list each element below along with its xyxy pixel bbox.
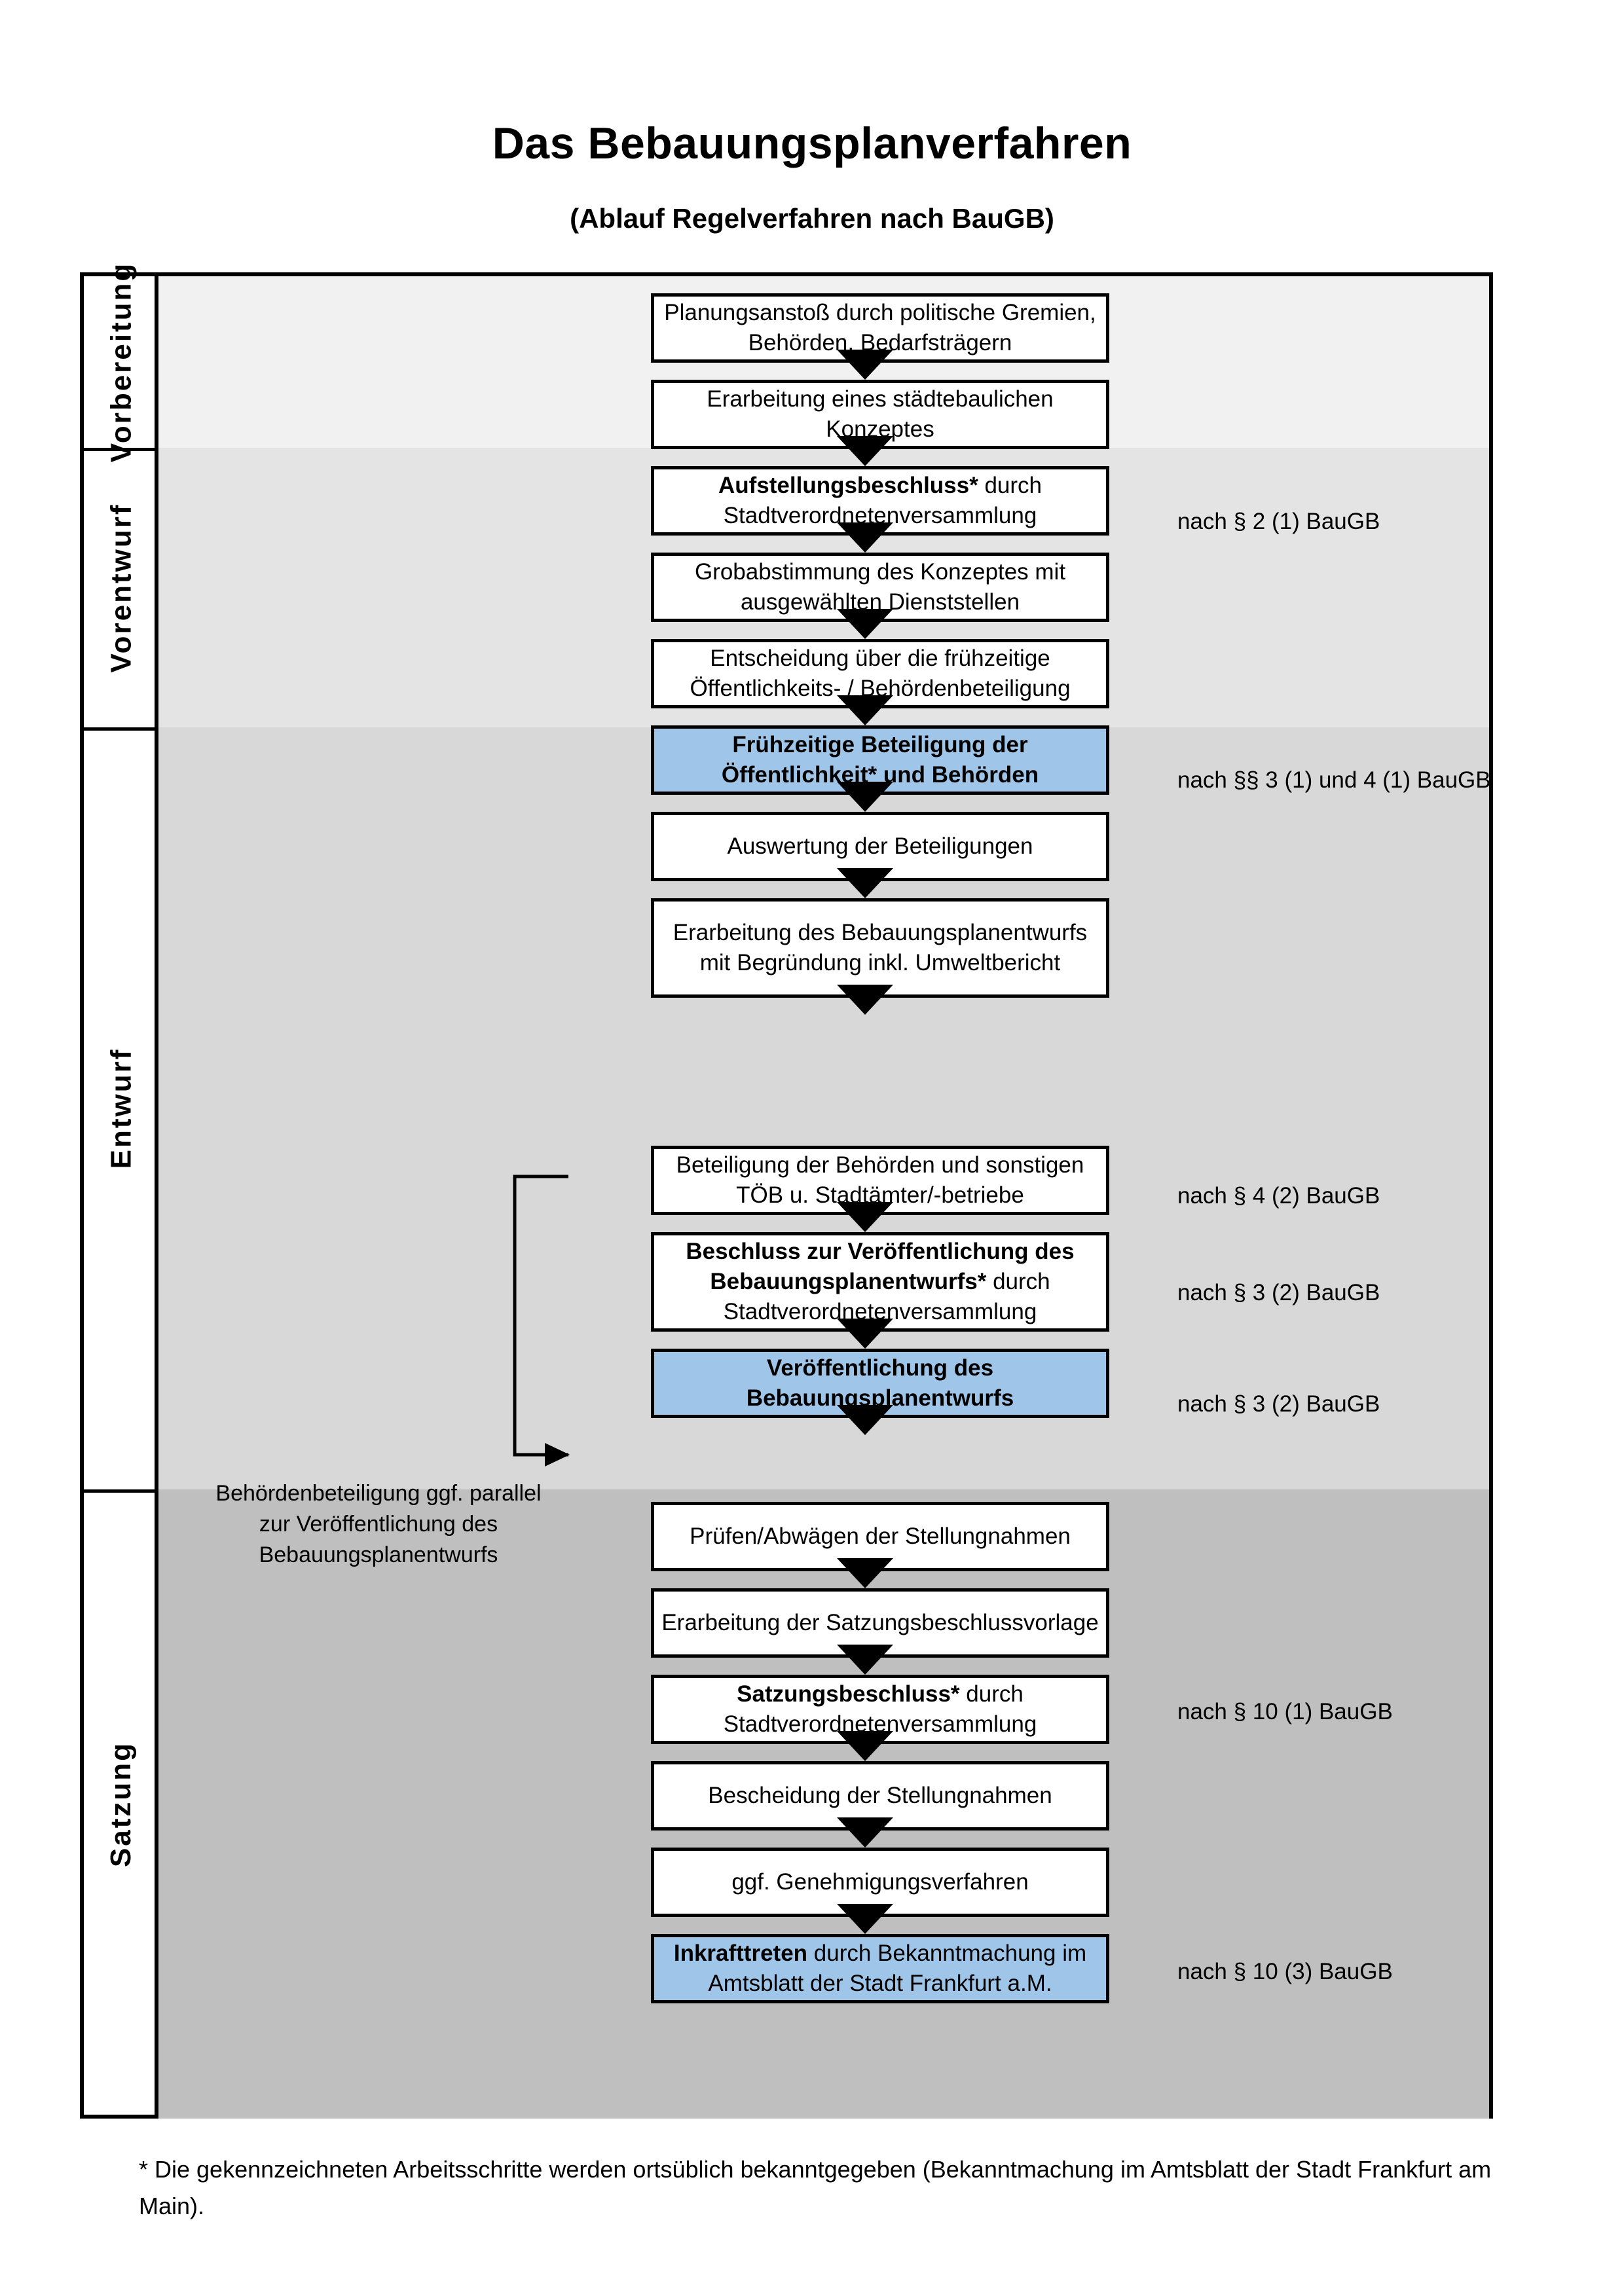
- flow-arrow: [837, 868, 893, 898]
- bypass-connector: [513, 1175, 570, 1467]
- flow-arrow: [837, 436, 893, 466]
- step-text: Grobabstimmung des Konzeptes mit ausgewä…: [694, 558, 1066, 615]
- page-subtitle: (Ablauf Regelverfahren nach BauGB): [570, 203, 1054, 234]
- step-text-bold: Aufstellungsbeschluss*: [718, 472, 978, 498]
- step-text-bold: Beschluss zur Veröffentlichung des Bebau…: [686, 1238, 1075, 1294]
- flow-arrow: [837, 695, 893, 725]
- step-pruefen-abwaegen[interactable]: Prüfen/Abwägen der Stellungnahmen: [651, 1502, 1109, 1571]
- flow-arrow: [837, 1202, 893, 1232]
- band-separator: [84, 727, 158, 731]
- flow-arrow: [837, 985, 893, 1015]
- step-erarbeitung-entwurf[interactable]: Erarbeitung des Bebauungsplanentwurfs mi…: [651, 898, 1109, 998]
- step-text: ggf. Genehmigungsverfahren: [731, 1868, 1029, 1895]
- flow-arrow: [837, 782, 893, 812]
- step-text-bold: Inkrafttreten: [673, 1940, 808, 1966]
- phase-label-column: [84, 276, 158, 2115]
- flow-arrow: [837, 1319, 893, 1349]
- step-text: Beteiligung der Behörden und sonstigen T…: [676, 1152, 1084, 1208]
- step-beteiligung-behoerden[interactable]: Beteiligung der Behörden und sonstigen T…: [651, 1146, 1109, 1215]
- ref-10-1: nach § 10 (1) BauGB: [1177, 1699, 1393, 1724]
- flow-arrow: [837, 1645, 893, 1675]
- step-inkrafttreten[interactable]: Inkrafttreten durch Bekanntmachung im Am…: [651, 1934, 1109, 2003]
- step-text: Bescheidung der Stellungnahmen: [708, 1782, 1052, 1808]
- flow-arrow: [837, 1405, 893, 1435]
- step-auswertung[interactable]: Auswertung der Beteiligungen: [651, 812, 1109, 881]
- step-veroeffentlichung[interactable]: Veröffentlichung des Bebauungsplanentwur…: [651, 1349, 1109, 1418]
- flow-arrow: [837, 1731, 893, 1761]
- ref-2-1: nach § 2 (1) BauGB: [1177, 509, 1380, 534]
- step-text: Erarbeitung der Satzungsbeschlussvorlage: [661, 1609, 1099, 1635]
- ref-3-1-4-1: nach §§ 3 (1) und 4 (1) BauGB: [1177, 767, 1491, 793]
- flowchart-frame: Vorbereitung Vorentwurf Entwurf Satzung …: [80, 262, 1493, 2119]
- ref-4-2: nach § 4 (2) BauGB: [1177, 1183, 1380, 1209]
- ref-3-2-b: nach § 3 (2) BauGB: [1177, 1391, 1380, 1417]
- page-title: Das Bebauungsplanverfahren: [492, 118, 1132, 168]
- ref-3-2-a: nach § 3 (2) BauGB: [1177, 1280, 1380, 1305]
- step-text: durch Bekanntmachung im Amtsblatt der St…: [708, 1940, 1087, 1996]
- flow-arrow: [837, 609, 893, 639]
- step-text-bold: Veröffentlichung des Bebauungsplanentwur…: [746, 1355, 1014, 1411]
- ref-10-3: nach § 10 (3) BauGB: [1177, 1959, 1393, 1984]
- step-entscheidung-fruehzeitig[interactable]: Entscheidung über die frühzeitige Öffent…: [651, 639, 1109, 708]
- flow-arrow: [837, 1558, 893, 1588]
- flow-arrow: [837, 1817, 893, 1848]
- step-text: durch Stadtverordnetenversammlung: [723, 1681, 1037, 1737]
- step-text: Planungsanstoß durch politische Gremien,…: [664, 299, 1096, 355]
- sidenote-behoerdenbeteiligung: Behördenbeteiligung ggf. parallel zur Ve…: [215, 1481, 542, 1567]
- band-separator: [84, 1489, 158, 1493]
- step-text: Prüfen/Abwägen der Stellungnahmen: [690, 1523, 1071, 1549]
- flow-arrow: [837, 350, 893, 380]
- flow-arrow: [837, 522, 893, 553]
- step-text: Auswertung der Beteiligungen: [727, 833, 1033, 859]
- footnote-text: * Die gekennzeichneten Arbeitsschritte w…: [139, 2156, 1492, 2219]
- step-beschluss-veroeffentlichung[interactable]: Beschluss zur Veröffentlichung des Bebau…: [651, 1232, 1109, 1332]
- flow-arrow: [837, 1904, 893, 1934]
- band-separator: [84, 448, 158, 451]
- step-text-bold: Satzungsbeschluss*: [737, 1681, 960, 1707]
- step-text: Erarbeitung des Bebauungsplanentwurfs mi…: [673, 919, 1088, 975]
